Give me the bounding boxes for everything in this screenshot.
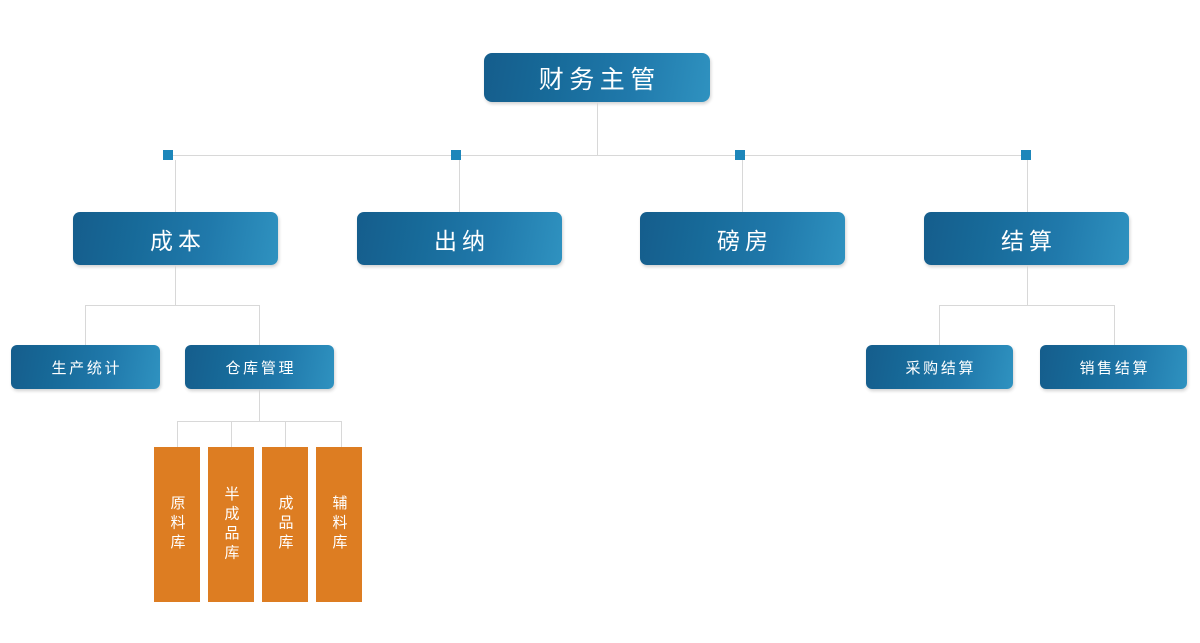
connector-drop-raw-material [177,421,178,447]
node-label: 生产统计 [51,358,123,377]
node-sales-settlement[interactable]: 销售结算 [1040,345,1187,389]
node-label: 销售结算 [1079,358,1151,377]
connector-drop-cashier [459,160,460,212]
node-production-statistics[interactable]: 生产统计 [11,345,160,389]
node-cashier[interactable]: 出纳 [357,212,562,265]
node-label: 原料库 [168,495,187,554]
connector-root-drop [597,102,598,155]
node-label: 磅房 [716,228,774,255]
node-label: 仓库管理 [225,358,297,377]
connector-cost-bus [85,305,260,306]
node-warehouse-management[interactable]: 仓库管理 [185,345,334,389]
node-cost[interactable]: 成本 [73,212,278,265]
connector-drop-weighroom [742,160,743,212]
node-label: 采购结算 [905,358,977,377]
branch-marker-settlement [1021,150,1031,160]
connector-warehouse-drop [259,389,260,421]
connector-warehouse-bus [177,421,342,422]
node-label: 财务主管 [538,64,661,94]
node-label: 成本 [149,228,207,255]
node-label: 辅料库 [330,495,349,554]
connector-drop-warehouse-mgmt [259,305,260,345]
connector-drop-purchase-settlement [939,305,940,345]
node-auxiliary-material-warehouse[interactable]: 辅料库 [316,447,362,602]
connector-drop-auxiliary-material [341,421,342,447]
connector-level2-bus [168,155,1031,156]
branch-marker-cashier [451,150,461,160]
branch-marker-cost [163,150,173,160]
node-settlement[interactable]: 结算 [924,212,1129,265]
branch-marker-weighroom [735,150,745,160]
node-label: 结算 [1000,228,1058,255]
node-label: 半成品库 [222,485,241,564]
node-finance-supervisor[interactable]: 财务主管 [484,53,710,102]
node-semi-finished-warehouse[interactable]: 半成品库 [208,447,254,602]
node-finished-goods-warehouse[interactable]: 成品库 [262,447,308,602]
connector-drop-sales-settlement [1114,305,1115,345]
connector-settlement-drop [1027,265,1028,305]
connector-drop-finished-goods [285,421,286,447]
connector-settlement-bus [939,305,1114,306]
node-raw-material-warehouse[interactable]: 原料库 [154,447,200,602]
node-purchase-settlement[interactable]: 采购结算 [866,345,1013,389]
connector-drop-cost [175,160,176,212]
node-label: 成品库 [276,495,295,554]
connector-drop-settlement [1027,160,1028,212]
connector-cost-drop [175,265,176,305]
connector-drop-semi-finished [231,421,232,447]
node-weighbridge-room[interactable]: 磅房 [640,212,845,265]
node-label: 出纳 [433,228,491,255]
connector-drop-production-stats [85,305,86,345]
